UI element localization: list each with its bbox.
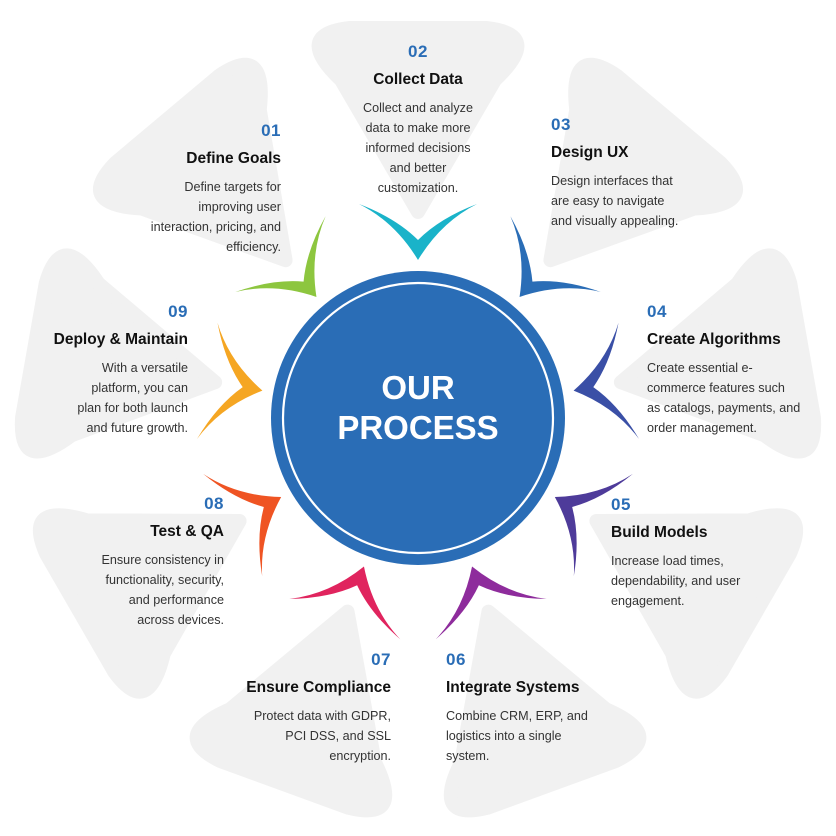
petal-08 <box>32 508 247 699</box>
petal-07 <box>189 604 393 818</box>
step-title: Ensure Compliance <box>246 679 391 696</box>
step-number: 03 <box>551 115 571 134</box>
step-04: 04 Create Algorithms Create essential e-… <box>647 302 827 438</box>
step-number: 08 <box>204 494 224 513</box>
step-title: Define Goals <box>186 150 281 167</box>
chevron-04 <box>573 322 639 439</box>
petal-05 <box>589 508 804 699</box>
step-number: 05 <box>611 495 631 514</box>
step-title: Build Models <box>611 524 708 541</box>
petal-09 <box>14 248 223 459</box>
chevron-09 <box>197 322 263 439</box>
step-title: Test & QA <box>150 523 224 540</box>
chevrons <box>197 204 639 640</box>
step-number: 04 <box>647 302 667 321</box>
petal-03 <box>543 57 743 268</box>
petal-02 <box>311 21 525 219</box>
step-number: 02 <box>408 42 428 61</box>
step-description: Create essential e-commerce features suc… <box>647 361 801 435</box>
step-title: Integrate Systems <box>446 679 580 696</box>
step-title: Design UX <box>551 144 629 161</box>
step-number: 09 <box>168 302 188 321</box>
step-number: 01 <box>261 121 281 140</box>
center-title-line-2: PROCESS <box>337 409 499 446</box>
petal-04 <box>613 248 822 459</box>
petals <box>14 21 822 818</box>
center-circle <box>271 271 565 565</box>
petal-06 <box>443 604 647 818</box>
center-title-line-1: OUR <box>381 369 455 406</box>
step-number: 07 <box>371 650 391 669</box>
chevron-02 <box>359 204 477 260</box>
step-06: 06 Integrate Systems Combine CRM, ERP, a… <box>446 650 646 766</box>
step-number: 06 <box>446 650 466 669</box>
petal-01 <box>93 57 293 268</box>
chevron-07 <box>289 566 401 640</box>
step-description: Increase load times,dependability, and u… <box>611 554 741 608</box>
chevron-06 <box>435 566 547 640</box>
step-title: Collect Data <box>373 71 463 88</box>
chevron-05 <box>554 473 633 577</box>
chevron-08 <box>203 473 282 577</box>
center-title: OUR PROCESS <box>300 368 536 448</box>
step-title: Deploy & Maintain <box>53 331 188 348</box>
center-circle-ring <box>281 281 555 555</box>
step-05: 05 Build Models Increase load times,depe… <box>611 495 811 611</box>
step-07: 07 Ensure Compliance Protect data with G… <box>191 650 391 766</box>
step-title: Create Algorithms <box>647 331 781 348</box>
